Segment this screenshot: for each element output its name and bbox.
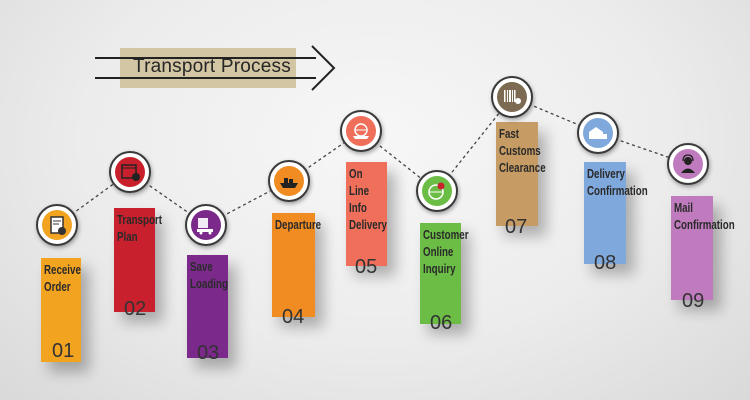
step-card-01: Receive Order 01 [41, 258, 81, 362]
step-circle-09 [667, 143, 709, 185]
title-banner [120, 48, 296, 88]
step-number: 01 [52, 340, 75, 362]
step-circle-04 [268, 160, 310, 202]
step-number: 04 [282, 306, 305, 328]
step-label: Fast Customs Clearance [499, 127, 546, 175]
step-circle-fill [115, 157, 145, 187]
step-card-04: Departure 04 [272, 213, 322, 328]
step-label: Save Loading [190, 260, 228, 291]
step-label: Delivery Confirmation [587, 167, 648, 198]
step-circle-03 [185, 204, 227, 246]
step-card-08: Delivery Confirmation 08 [584, 162, 648, 274]
step-label: On Line Info Delivery [349, 167, 387, 232]
step-card-03: Save Loading 03 [187, 255, 228, 364]
step-number: 03 [197, 342, 220, 364]
step-number: 08 [594, 252, 617, 274]
step-circle-06 [416, 170, 458, 212]
step-card-09: Mail Confirmation 09 [671, 196, 735, 312]
step-label: Mail Confirmation [674, 201, 735, 232]
step-circle-02 [109, 151, 151, 193]
step-number: 05 [355, 256, 378, 278]
step-circle-fill [422, 176, 452, 206]
step-card-07: Fast Customs Clearance 07 [496, 122, 546, 238]
step-label: Departure [275, 218, 322, 232]
step-circle-08 [577, 112, 619, 154]
step-card-05: On Line Info Delivery 05 [346, 162, 387, 278]
step-card-06: Customer Online Inquiry 06 [420, 223, 469, 334]
step-number: 07 [505, 216, 528, 238]
step-circle-fill [346, 116, 376, 146]
diagram-title: Transport Process [133, 56, 291, 77]
step-circle-01 [36, 204, 78, 246]
step-number: 06 [430, 312, 453, 334]
step-label: Customer Online Inquiry [423, 228, 469, 276]
step-label: Transport Plan [117, 213, 162, 244]
step-circle-07 [491, 76, 533, 118]
step-card-02: Transport Plan 02 [114, 208, 162, 320]
step-circle-05 [340, 110, 382, 152]
step-number: 09 [682, 290, 705, 312]
step-number: 02 [124, 298, 147, 320]
title-arrow [95, 45, 336, 91]
step-label: Receive Order [44, 263, 81, 294]
